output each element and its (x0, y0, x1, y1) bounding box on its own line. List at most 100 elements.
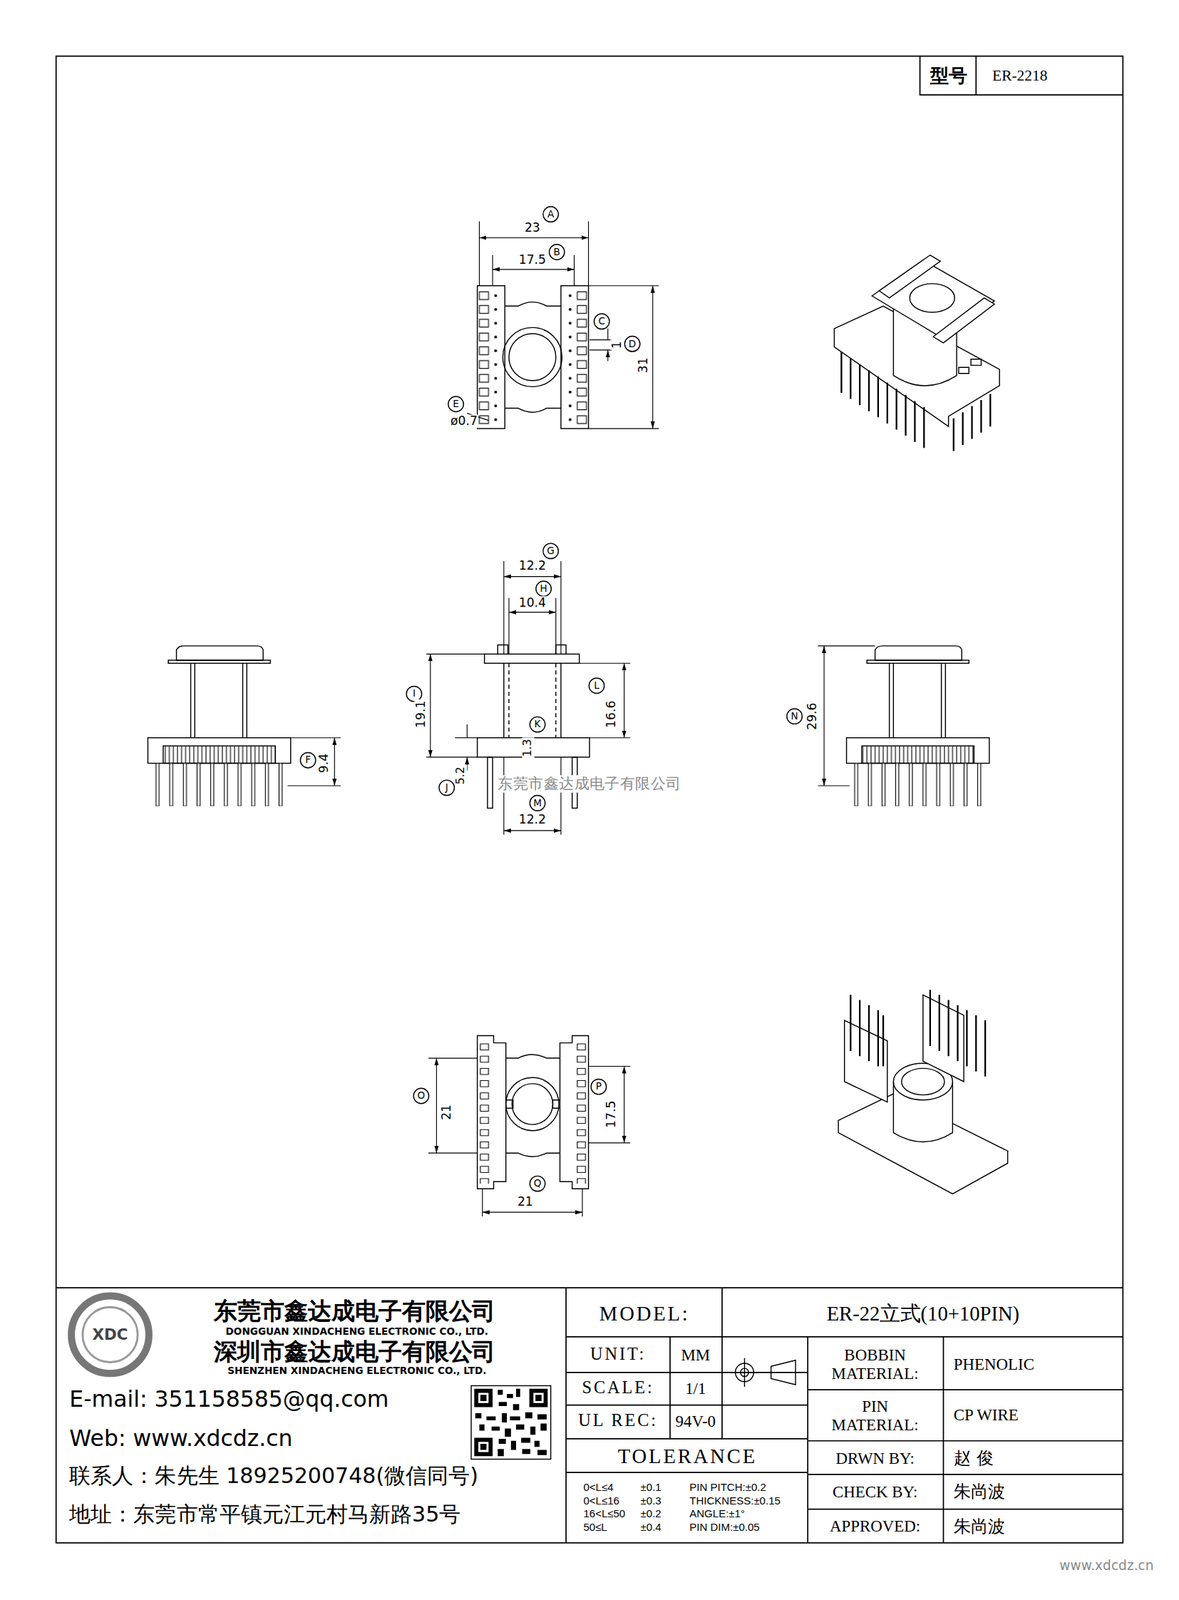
left-view-dimensions (287, 737, 341, 786)
dimension-value: 21 (439, 1103, 454, 1122)
perspective-top (878, 255, 995, 343)
right-view (861, 745, 974, 763)
drawing-label: SHENZHEN XINDACHENG ELECTRONIC CO., LTD. (227, 1365, 487, 1377)
right-view-dimensions (818, 645, 876, 786)
title-block-text: TOLERANCE (618, 1444, 758, 1467)
callout-letter: A (547, 209, 554, 220)
projection-symbol (729, 1357, 796, 1387)
title-block-text: 赵 俊 (953, 1448, 994, 1468)
top-view-dimensions (589, 340, 612, 350)
drawing-label: DONGGUAN XINDACHENG ELECTRONIC CO., LTD. (225, 1325, 489, 1337)
callout-letter: J (445, 782, 449, 793)
company-logo (71, 1295, 149, 1374)
callout-circle: E (447, 395, 465, 413)
bottom-view-dimensions (482, 1188, 583, 1217)
callout-circle: F (300, 752, 317, 769)
callout-letter: G (546, 546, 555, 556)
callout-letter: Q (533, 1178, 542, 1189)
callout-circle: K (529, 716, 547, 733)
title-block-text: CHECK BY: (832, 1482, 918, 1501)
front-view-dimensions (579, 662, 631, 738)
dimension-value: 1 (610, 340, 624, 350)
front-view-dimensions (623, 662, 625, 738)
right-view (875, 645, 963, 661)
left-view (151, 762, 288, 806)
bottom-view (506, 1099, 561, 1108)
perspective-top (909, 283, 955, 313)
front-view-dimensions (503, 575, 561, 577)
bottom-view-dimensions (428, 1057, 631, 1217)
front-view-dimensions (429, 653, 431, 758)
drawing-label: 东莞市鑫达成电子有限公司 (496, 774, 683, 792)
perspective-bottom (850, 994, 884, 1066)
drawing-label: ø0.7 (449, 414, 480, 429)
title-block-text: ±0.3 (640, 1494, 662, 1507)
dimension-value: 1.3 (522, 737, 535, 758)
drawing-label: ER-2218 (992, 67, 1048, 85)
drawing-label: 深圳市鑫达成电子有限公司 (213, 1338, 496, 1365)
bottom-view (477, 1035, 507, 1189)
callout-circle: N (786, 707, 803, 725)
bottom-view-dimensions (428, 1057, 478, 1153)
left-view-dimensions (287, 737, 341, 786)
top-view-dimensions (479, 221, 589, 286)
title-block-text: THICKNESS:±0.15 (689, 1494, 781, 1507)
sheet-frame (56, 1287, 1124, 1543)
right-view (866, 660, 969, 663)
left-view (163, 745, 276, 763)
sheet-frame (807, 1389, 1123, 1509)
projection-symbol (729, 1357, 796, 1387)
front-view (503, 662, 561, 738)
title-block-text: PIN MATERIAL: (818, 1397, 933, 1433)
title-block-text: 朱尚波 (953, 1481, 1006, 1502)
front-view (484, 653, 580, 663)
top-view (477, 288, 506, 427)
left-view (176, 645, 264, 661)
callout-letter: F (305, 754, 311, 765)
left-view (147, 737, 291, 764)
title-block-text: PIN PITCH:±0.2 (689, 1481, 767, 1494)
right-view (889, 662, 946, 738)
drawing-label: 12.2 (517, 813, 547, 827)
callout-letter: L (593, 680, 600, 691)
bottom-view (560, 1035, 589, 1189)
top-view (508, 333, 556, 381)
drawing-label: 型号 (930, 65, 968, 86)
top-view-dimensions (652, 285, 653, 429)
callout-circle: J (438, 779, 455, 796)
title-block-text: 50≤L (583, 1521, 607, 1534)
drawing-label: 地址：东莞市常平镇元江元村马新路35号 (69, 1503, 461, 1527)
front-view-dimensions (454, 737, 477, 738)
company-logo (82, 1306, 138, 1362)
title-block-text: SCALE: (582, 1378, 655, 1398)
front-view-dimensions (426, 653, 485, 758)
callout-circle: M (529, 794, 547, 812)
callout-letter: H (539, 583, 547, 594)
sheet-frame (56, 56, 1124, 1543)
callout-circle: A (542, 206, 559, 223)
top-view-dimensions (607, 328, 609, 362)
drawing-label: 23 (523, 221, 542, 236)
callout-circle: D (624, 335, 641, 353)
bottom-view-dimensions (623, 1066, 625, 1143)
bottom-view (511, 1083, 553, 1125)
title-block-text: ANGLE:±1° (689, 1508, 745, 1521)
qr-code (475, 1388, 547, 1456)
bottom-view-dimensions (588, 1066, 631, 1143)
callout-circle: H (535, 580, 552, 597)
title-block-text: 1/1 (685, 1379, 706, 1398)
callout-letter: D (628, 338, 636, 349)
drawing-label: 东莞市鑫达成电子有限公司 (213, 1298, 496, 1324)
title-block-text: www.xdcdz.cn (1059, 1558, 1154, 1574)
perspective-bottom (838, 989, 1008, 1194)
right-view-dimensions (824, 645, 825, 786)
qr-code (471, 1385, 552, 1459)
drawing-label: E-mail: 351158585@qq.com (69, 1387, 389, 1413)
title-block-text: UL REC: (578, 1411, 658, 1431)
top-view (560, 285, 589, 429)
dimension-value: 16.6 (605, 699, 619, 729)
callout-letter: P (595, 1081, 602, 1092)
left-view (168, 660, 271, 663)
callout-circle: P (590, 1078, 607, 1095)
bottom-view (477, 1040, 507, 1184)
